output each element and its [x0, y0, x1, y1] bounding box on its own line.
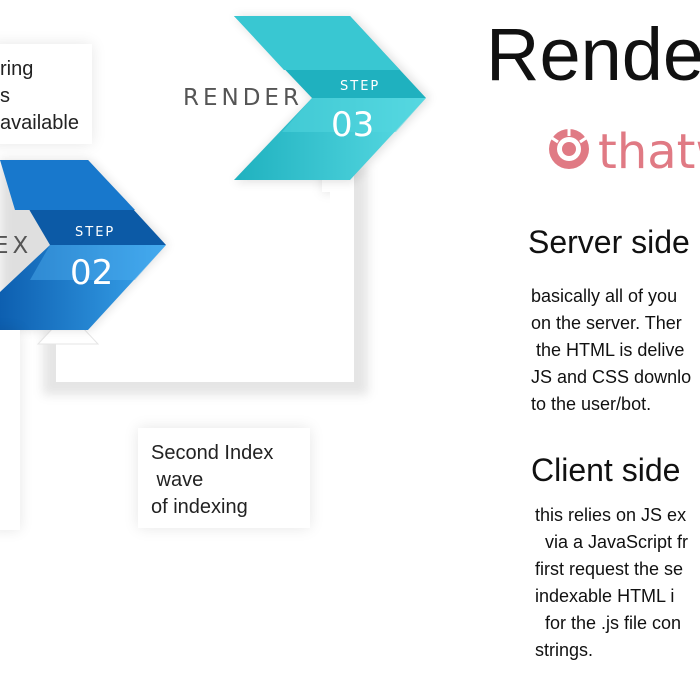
second-index-line-2: wave	[151, 469, 204, 491]
server-line-2: on the server. Ther	[531, 313, 682, 333]
step-03-label: RENDER	[183, 85, 303, 111]
client-line-5: for the .js file con	[535, 613, 682, 633]
step-02-label: EX	[0, 233, 32, 259]
first-wave-line-1: ring	[0, 58, 34, 80]
client-side-text: this relies on JS ex via a JavaScript fr…	[535, 502, 688, 664]
client-line-4: indexable HTML i	[535, 586, 675, 606]
server-line-1: basically all of you	[531, 286, 678, 306]
page-title: Rende	[486, 13, 700, 96]
step-02-word: STEP	[75, 225, 115, 240]
server-line-5: to the user/bot.	[531, 394, 652, 414]
server-side-text: basically all of you on the server. Ther…	[531, 283, 691, 418]
server-line-3: the HTML is delive	[531, 340, 685, 360]
step-03-number: 03	[331, 105, 374, 145]
second-index-card: Second Index wave of indexing	[138, 428, 310, 528]
second-index-line-3: of indexing	[151, 496, 248, 518]
server-line-4: JS and CSS downlo	[531, 367, 692, 387]
client-side-heading: Client side	[531, 452, 681, 488]
first-wave-card: ring s available	[0, 44, 92, 144]
server-side-heading: Server side	[528, 224, 690, 260]
left-connector-bar	[0, 330, 20, 530]
brand-logo-icon	[544, 124, 594, 174]
client-line-2: via a JavaScript fr	[535, 532, 689, 552]
first-wave-line-3: available	[0, 112, 79, 134]
step-02-number: 02	[70, 253, 113, 293]
client-line-1: this relies on JS ex	[535, 505, 687, 525]
step-02-chevron	[0, 160, 168, 330]
second-index-line-1: Second Index	[151, 442, 274, 464]
client-line-6: strings.	[535, 640, 594, 660]
client-line-3: first request the se	[535, 559, 684, 579]
first-wave-line-2: s	[0, 85, 10, 107]
step-03-chevron	[234, 16, 430, 182]
step-03-word: STEP	[340, 79, 380, 94]
brand-name: thatw	[598, 124, 700, 180]
